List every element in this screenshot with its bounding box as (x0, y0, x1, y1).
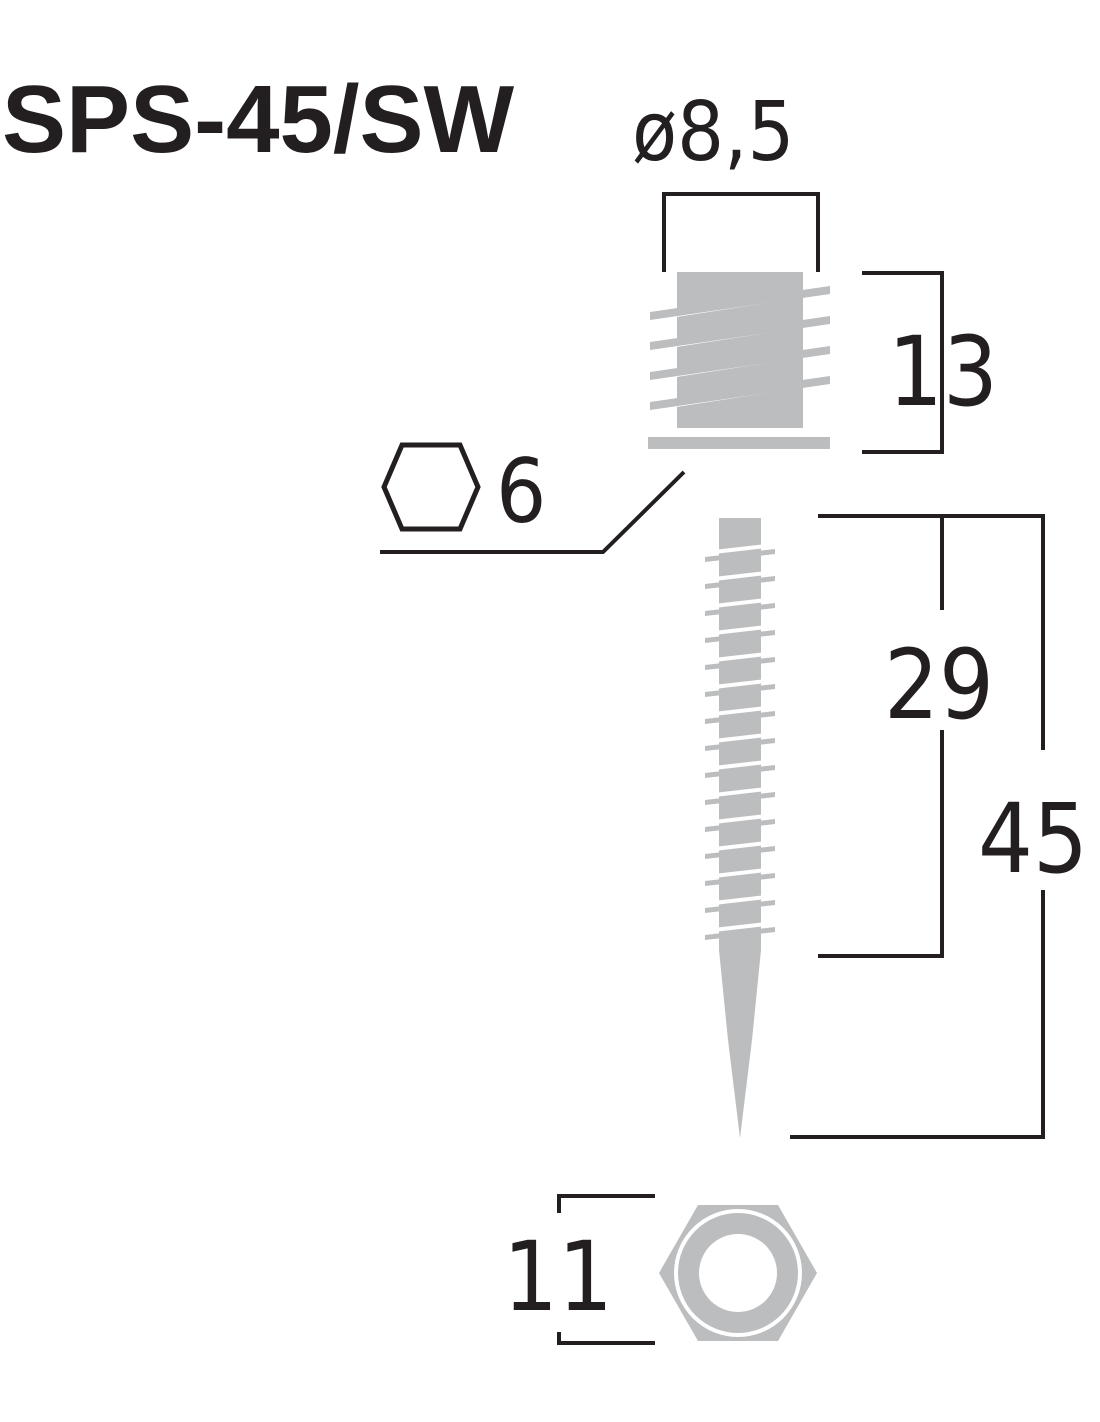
thread-gap (704, 759, 776, 771)
insert-height-label: 13 (888, 316, 998, 428)
hex-key-label: 6 (496, 440, 546, 543)
hex-icon (381, 442, 481, 532)
thread-ridge (705, 792, 775, 805)
nut-width-bracket (557, 1194, 655, 1213)
nut-width-label: 11 (503, 1221, 613, 1333)
insert-height-bracket (862, 271, 944, 454)
thread-gap (704, 813, 776, 825)
thread-gap (704, 651, 776, 663)
model-title: SPS-45/SW (2, 66, 515, 173)
thread-length-label: 29 (884, 629, 994, 741)
thread-gap (704, 570, 776, 582)
thread-ridge (705, 900, 775, 913)
thread-ridge (705, 630, 775, 643)
thread-ridge (705, 657, 775, 670)
thread-ridge (705, 819, 775, 832)
thread-ridge (705, 927, 775, 940)
thread-gap (704, 894, 776, 906)
diameter-bracket (662, 192, 820, 272)
nut-width-bracket-bottom (557, 1332, 655, 1345)
thread-ridge (705, 684, 775, 697)
hex-leader-line (380, 470, 686, 554)
thread-gap (704, 705, 776, 717)
thread-gap (704, 597, 776, 609)
threaded-insert (648, 272, 833, 449)
thread-ridge (705, 711, 775, 724)
total-length-label: 45 (978, 783, 1088, 895)
thread-gap (704, 678, 776, 690)
thread-ridge (705, 846, 775, 859)
thread-ridge (705, 549, 775, 562)
diameter-label: ø8,5 (632, 85, 794, 180)
thread-gap (704, 543, 776, 555)
thread-gap (704, 921, 776, 933)
nut-top-view (659, 1205, 817, 1341)
thread-ridge (705, 603, 775, 616)
thread-gap (704, 624, 776, 636)
thread-ridge (705, 738, 775, 751)
thread-ridge (705, 873, 775, 886)
thread-ridge (705, 765, 775, 778)
thread-gap (704, 840, 776, 852)
thread-gap (704, 732, 776, 744)
thread-gap (704, 786, 776, 798)
thread-gap (704, 867, 776, 879)
spike-screw (704, 518, 776, 1138)
thread-ridge (705, 576, 775, 589)
